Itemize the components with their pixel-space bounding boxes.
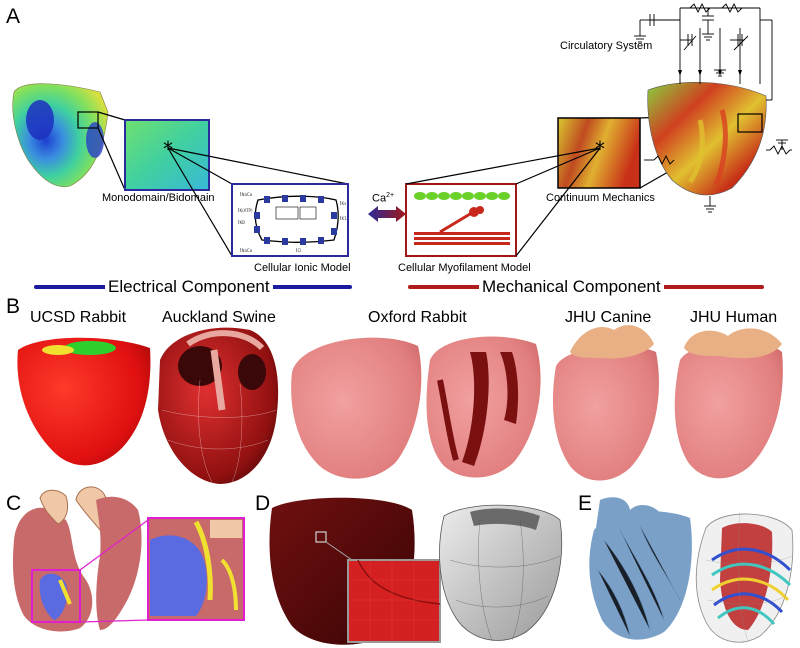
monodomain-label: Monodomain/Bidomain: [102, 192, 215, 204]
svg-text:IK1: IK1: [340, 216, 347, 222]
panel-label-e: E: [578, 492, 593, 515]
svg-text:INaCa: INaCa: [240, 192, 253, 198]
svg-text:IKB: IKB: [238, 220, 245, 226]
svg-text:INaCa: INaCa: [240, 248, 253, 254]
panel-label-b: B: [6, 295, 21, 318]
calcium-label: Ca2+: [372, 192, 395, 205]
panel-label-c: C: [6, 492, 22, 515]
electrical-component-label: Electrical Component: [105, 277, 273, 297]
model-title-auckland-swine: Auckland Swine: [162, 309, 276, 326]
mechanical-component-label: Mechanical Component: [479, 277, 664, 297]
svg-text:ICl: ICl: [296, 248, 301, 254]
panel-label-d: D: [255, 492, 271, 515]
myofilament-label: Cellular Myofilament Model: [398, 262, 531, 274]
model-title-oxford-rabbit: Oxford Rabbit: [368, 309, 467, 326]
ionic-model-label: Cellular Ionic Model: [254, 262, 351, 274]
circulatory-label: Circulatory System: [560, 40, 653, 52]
svg-text:*: *: [595, 137, 605, 161]
model-title-jhu-canine: JHU Canine: [565, 309, 652, 326]
svg-text:IK(ATP): IK(ATP): [238, 208, 253, 214]
svg-text:IKv: IKv: [340, 201, 347, 207]
model-title-jhu-human: JHU Human: [690, 309, 778, 326]
continuum-label: Continuum Mechanics: [546, 192, 655, 204]
panel-label-a: A: [6, 5, 21, 28]
model-title-ucsd-rabbit: UCSD Rabbit: [30, 309, 127, 326]
